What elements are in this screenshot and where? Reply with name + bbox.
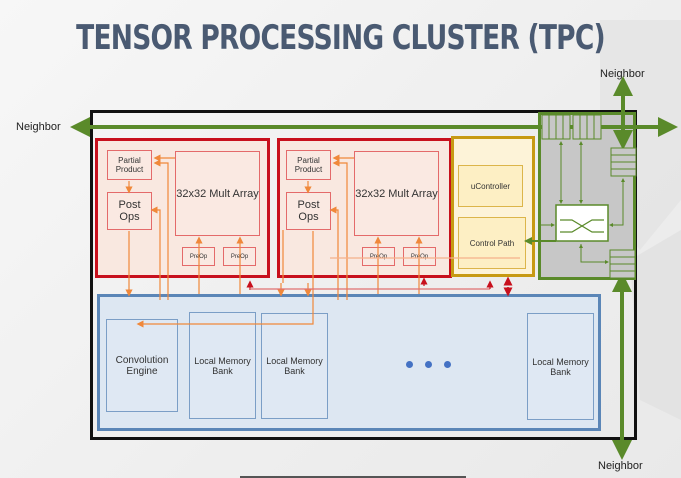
ellipsis-dot	[444, 361, 451, 368]
neighbor-label-bottom: Neighbor	[598, 460, 643, 472]
page-title: TENSOR PROCESSING CLUSTER (TPC)	[76, 18, 605, 58]
post-ops-box: Post Ops	[107, 192, 152, 230]
memory-block	[97, 294, 601, 431]
router-block	[538, 112, 636, 280]
local-memory-bank-box: Local Memory Bank	[261, 313, 328, 419]
mult-array-box: 32x32 Mult Array	[354, 151, 439, 236]
router-buffers	[541, 114, 637, 279]
partial-product-box: Partial Product	[286, 150, 331, 180]
control-path-box: Control Path	[458, 217, 526, 269]
post-ops-box: Post Ops	[286, 192, 331, 230]
local-memory-bank-box: Local Memory Bank	[527, 313, 594, 420]
ellipsis-dot	[425, 361, 432, 368]
ellipsis-dot	[406, 361, 413, 368]
mult-array-box: 32x32 Mult Array	[175, 151, 260, 236]
partial-product-box: Partial Product	[107, 150, 152, 180]
ucontroller-box: uController	[458, 165, 523, 207]
local-memory-bank-box: Local Memory Bank	[189, 312, 256, 419]
crossbar-icon	[560, 219, 604, 233]
neighbor-label-left: Neighbor	[16, 121, 61, 133]
crossbar-switch	[555, 204, 609, 242]
convolution-engine-box: Convolution Engine	[106, 319, 178, 412]
bottom-divider	[240, 476, 466, 478]
neighbor-label-top: Neighbor	[600, 68, 645, 80]
